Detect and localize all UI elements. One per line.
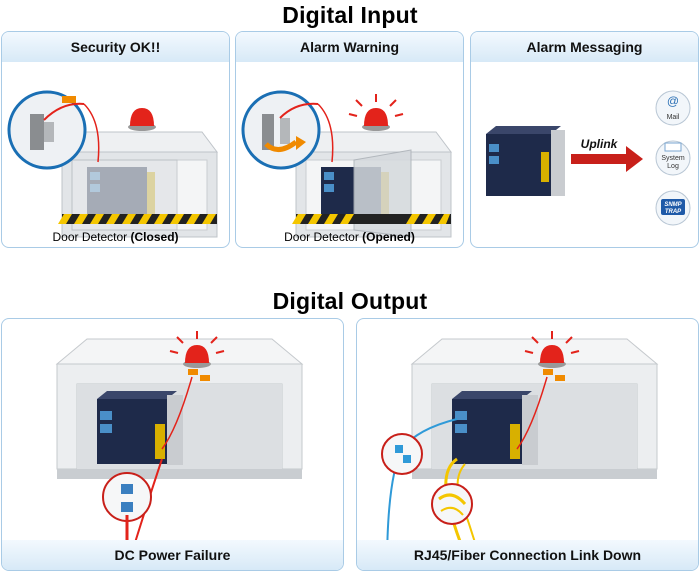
mail-icon: @ Mail (655, 90, 691, 126)
alarm-messaging-panel: Alarm Messaging Uplink @ Mail System Log (470, 31, 699, 248)
power-plug-zoom-icon (102, 472, 152, 549)
panel-footer: DC Power Failure (2, 540, 343, 570)
mail-label: Mail (667, 114, 680, 121)
dc-power-failure-panel: DC Power Failure (1, 318, 344, 571)
panel-title: Alarm Warning (236, 32, 463, 62)
switch-device-icon (452, 391, 538, 465)
uplink-label: Uplink (581, 137, 619, 151)
security-ok-panel: Security OK!! (1, 31, 230, 248)
system-log-label-2: Log (667, 163, 679, 170)
door-sensor-zoom-icon (7, 90, 87, 170)
caption-state: (Closed) (130, 230, 179, 244)
link-down-illustration (381, 331, 659, 570)
panel-footer: RJ45/Fiber Connection Link Down (357, 540, 698, 570)
alarm-light-active-icon (169, 331, 225, 381)
snmp-trap-icon: SNMP TRAP (655, 190, 691, 226)
alarm-light-icon (128, 108, 156, 131)
alarm-light-active-icon (524, 331, 580, 381)
caption-state: (Opened) (362, 230, 415, 244)
switch-device-icon (97, 391, 183, 465)
alarm-warning-panel: Alarm Warning (235, 31, 464, 248)
fiber-zoom-icon (431, 483, 473, 525)
svg-text:@: @ (667, 94, 679, 108)
alarm-warning-illustration (241, 90, 452, 238)
panel-title: Security OK!! (2, 32, 229, 62)
door-sensor-zoom-icon (241, 90, 321, 170)
snmp-label-2: TRAP (665, 209, 682, 215)
dc-power-failure-illustration (55, 331, 304, 570)
caption-text: Door Detector (52, 230, 131, 244)
switch-device-icon (486, 126, 565, 196)
panel-title: Alarm Messaging (471, 32, 698, 62)
link-down-panel: RJ45/Fiber Connection Link Down (356, 318, 699, 571)
door-detector-caption: Door Detector (Closed) (2, 230, 229, 244)
digital-input-title: Digital Input (282, 2, 418, 28)
security-ok-illustration (7, 90, 218, 238)
alarm-light-active-icon (348, 94, 404, 131)
system-log-icon: System Log (655, 140, 691, 176)
caption-text: Door Detector (284, 230, 363, 244)
rj45-zoom-icon (381, 433, 423, 475)
system-log-label-1: System (661, 155, 685, 162)
snmp-label-1: SNMP (664, 202, 682, 208)
digital-output-title: Digital Output (272, 288, 428, 314)
door-detector-caption: Door Detector (Opened) (236, 230, 463, 244)
uplink-arrow-icon (571, 146, 643, 172)
alarm-messaging-illustration: Uplink @ Mail System Log SNMP TRAP (486, 90, 691, 226)
